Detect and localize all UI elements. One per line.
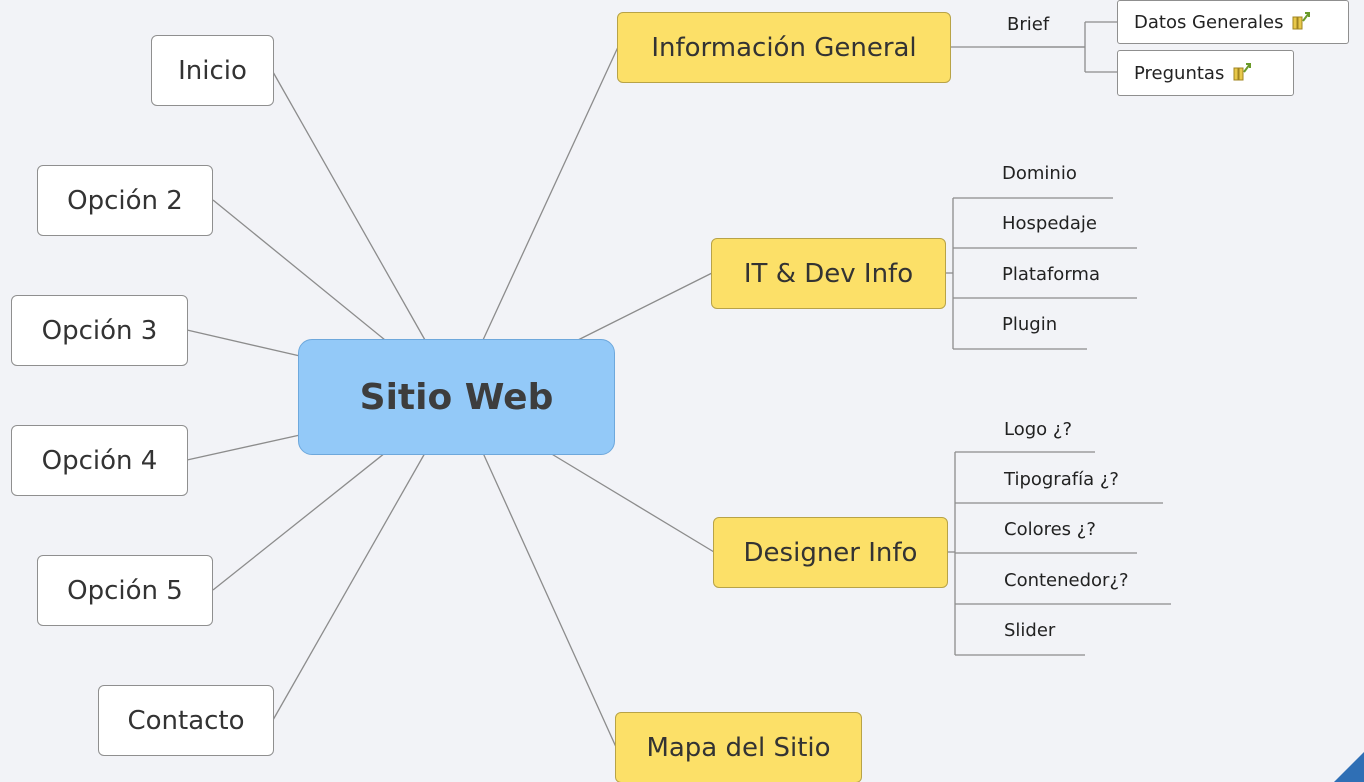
topic-inicio[interactable]: Inicio [151, 35, 274, 106]
topic-contacto[interactable]: Contacto [98, 685, 274, 756]
topic-opcion-3[interactable]: Opción 3 [11, 295, 188, 366]
subtopic-logo[interactable]: Logo ¿? [1004, 419, 1072, 440]
connector-designer [549, 452, 715, 553]
subtopic-dominio[interactable]: Dominio [1002, 163, 1077, 184]
topic-mapa-del-sitio[interactable]: Mapa del Sitio [615, 712, 862, 782]
subtopic-plataforma[interactable]: Plataforma [1002, 264, 1100, 285]
subtopic-plugin[interactable]: Plugin [1002, 314, 1058, 335]
connector-opcion-3 [186, 329, 301, 357]
connector-mapa [482, 452, 617, 748]
topic-opcion-5[interactable]: Opción 5 [37, 555, 213, 626]
topic-informacion-general[interactable]: Información General [617, 12, 951, 83]
topic-opcion-2[interactable]: Opción 2 [37, 165, 213, 236]
subtopic-colores[interactable]: Colores ¿? [1004, 519, 1096, 540]
subtopic-brief[interactable]: Brief [1007, 14, 1050, 35]
subtopic-contenedor[interactable]: Contenedor¿? [1004, 570, 1129, 591]
connector-inicio [272, 71, 426, 341]
topic-designer-info[interactable]: Designer Info [713, 517, 948, 588]
subtopic-datos-generales-label: Datos Generales [1134, 11, 1284, 33]
topic-it-dev-info[interactable]: IT & Dev Info [711, 238, 946, 309]
connector-opcion-2 [212, 199, 386, 341]
subtopic-preguntas[interactable]: Preguntas [1117, 50, 1294, 96]
central-topic[interactable]: Sitio Web [298, 339, 615, 455]
subtopic-hospedaje[interactable]: Hospedaje [1002, 213, 1097, 234]
hyperlink-icon[interactable] [1232, 60, 1254, 86]
connector-opcion-5 [212, 452, 386, 591]
subtopic-tipografia[interactable]: Tipografía ¿? [1004, 469, 1119, 490]
topic-opcion-4[interactable]: Opción 4 [11, 425, 188, 496]
subtopic-preguntas-label: Preguntas [1134, 62, 1225, 84]
subtopic-datos-generales[interactable]: Datos Generales [1117, 0, 1349, 44]
connector-contacto [272, 452, 426, 721]
hyperlink-icon[interactable] [1291, 9, 1313, 35]
corner-accent [1334, 752, 1364, 782]
connector-info-general [482, 46, 619, 341]
connector-opcion-4 [186, 434, 301, 461]
connector-it-dev [577, 272, 713, 341]
subtopic-slider[interactable]: Slider [1004, 620, 1056, 641]
